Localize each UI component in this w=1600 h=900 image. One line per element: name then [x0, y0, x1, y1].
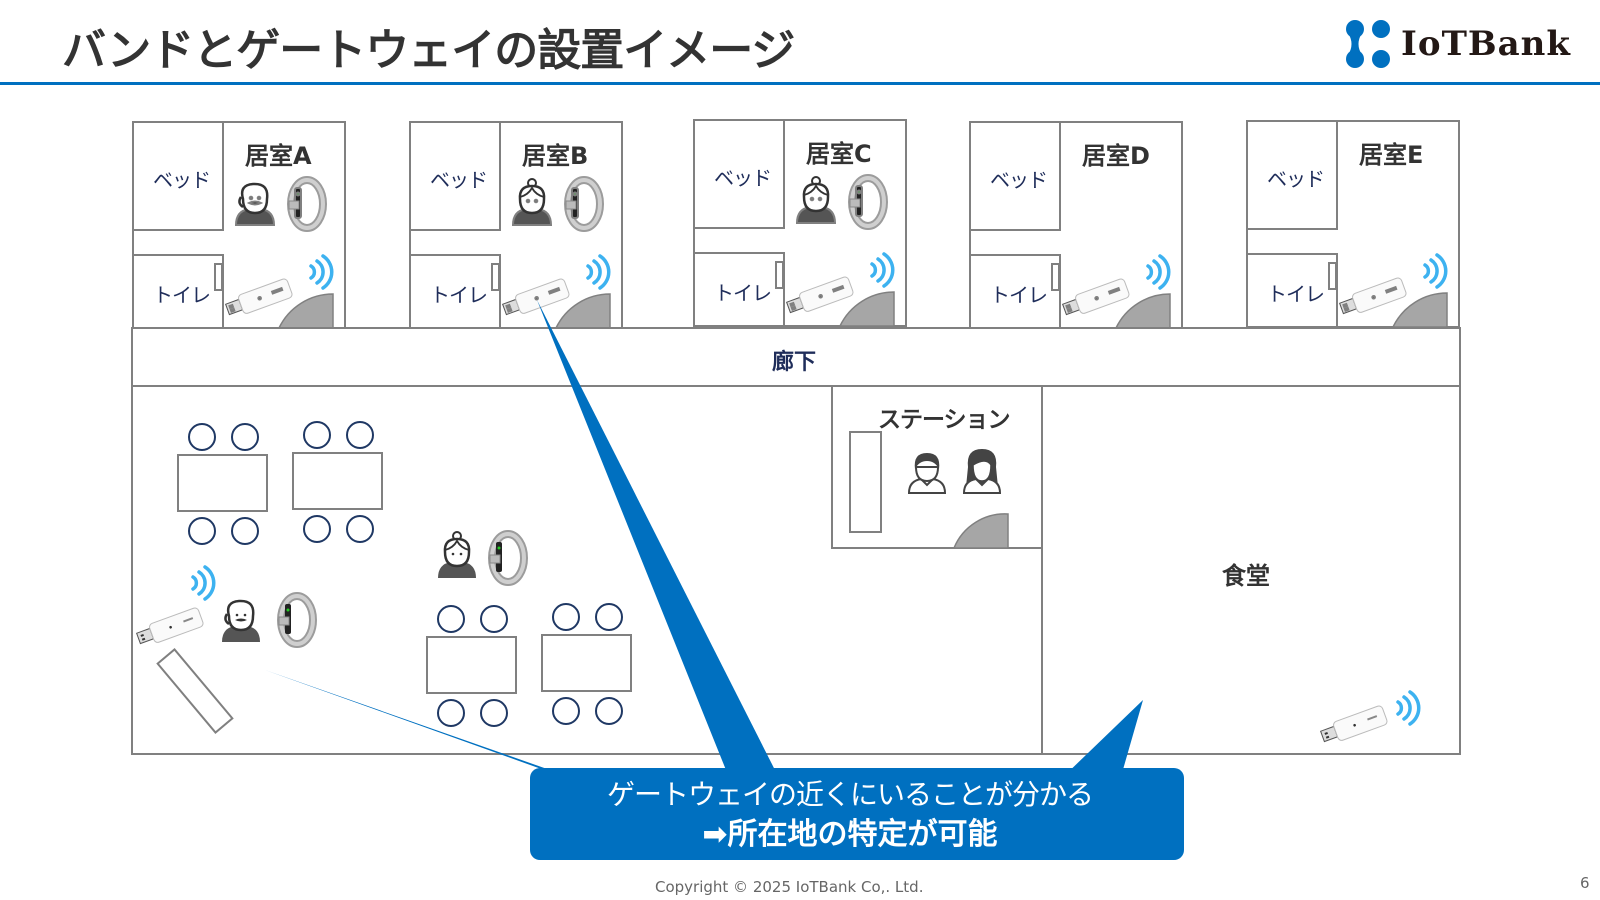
bed-label: ベッド	[430, 168, 488, 192]
chair	[188, 423, 216, 451]
room-door	[277, 293, 334, 329]
toilet	[969, 254, 1061, 329]
chair	[231, 517, 259, 545]
bed-label: ベッド	[990, 168, 1048, 192]
room-door	[554, 293, 611, 329]
iotbank-logo: IoTBank	[1345, 18, 1571, 70]
toilet-label: トイレ	[1267, 282, 1325, 306]
bed	[969, 121, 1061, 231]
common-area	[131, 385, 1461, 755]
female-staff-icon	[963, 448, 1001, 494]
bed-label: ベッド	[153, 168, 211, 192]
bed	[1246, 120, 1338, 230]
room-label: 居室E	[1359, 141, 1424, 169]
room-label: 居室D	[1082, 142, 1150, 170]
chair	[552, 697, 580, 725]
toilet-label: トイレ	[153, 283, 211, 307]
chair	[480, 699, 508, 727]
chair	[595, 697, 623, 725]
page-number: 6	[1580, 874, 1590, 892]
chair	[437, 605, 465, 633]
room	[969, 121, 1183, 329]
room-label: 居室A	[245, 142, 312, 170]
dining-label: 食堂	[1222, 562, 1270, 590]
iotbank-logo-icon	[1346, 20, 1390, 68]
toilet	[693, 252, 785, 327]
bench	[156, 648, 234, 734]
toilet-door	[214, 263, 223, 291]
room-label: 居室B	[522, 142, 589, 170]
chair	[480, 605, 508, 633]
callout-line1: ゲートウェイの近くにいることが分かる	[606, 778, 1094, 811]
page-title: バンドとゲートウェイの設置イメージ	[62, 25, 795, 76]
toilet-label: トイレ	[430, 283, 488, 307]
header-divider	[0, 82, 1600, 85]
room-door	[838, 291, 895, 327]
chair	[303, 421, 331, 449]
callout-pointers	[265, 300, 1143, 790]
callout-box	[530, 768, 1184, 860]
chair	[303, 515, 331, 543]
table	[177, 454, 268, 512]
bed	[693, 119, 785, 229]
room-label: 居室C	[806, 140, 872, 168]
chair	[346, 515, 374, 543]
station-label: ステーション	[878, 407, 1011, 433]
corridor-label: 廊下	[772, 350, 817, 375]
chair	[595, 603, 623, 631]
bed-label: ベッド	[714, 166, 772, 190]
bed-label: ベッド	[1267, 167, 1325, 191]
toilet-door	[1328, 262, 1337, 290]
toilet-label: トイレ	[990, 283, 1048, 307]
bed	[132, 121, 224, 231]
table	[426, 636, 517, 694]
toilet-door	[491, 263, 500, 291]
table	[541, 634, 632, 692]
toilet-door	[1051, 263, 1060, 291]
station-desk	[849, 431, 882, 533]
toilet	[132, 254, 224, 329]
room-door	[1114, 293, 1171, 329]
copyright: Copyright © 2025 IoTBank Co,. Ltd.	[655, 878, 924, 896]
table	[292, 452, 383, 510]
corridor	[131, 327, 1461, 387]
room-door	[1391, 292, 1448, 328]
chair	[231, 423, 259, 451]
callout-line2: ➡所在地の特定が可能	[702, 817, 998, 852]
bed	[409, 121, 501, 231]
chair	[346, 421, 374, 449]
callout-text: ゲートウェイの近くにいることが分かる ➡所在地の特定が可能	[530, 775, 1170, 855]
chair	[552, 603, 580, 631]
room	[1246, 120, 1460, 328]
toilet-label: トイレ	[714, 281, 772, 305]
chair	[437, 699, 465, 727]
logo-text: IoTBank	[1401, 24, 1571, 64]
toilet-door	[775, 261, 784, 289]
chair	[188, 517, 216, 545]
station-door	[952, 513, 1009, 549]
